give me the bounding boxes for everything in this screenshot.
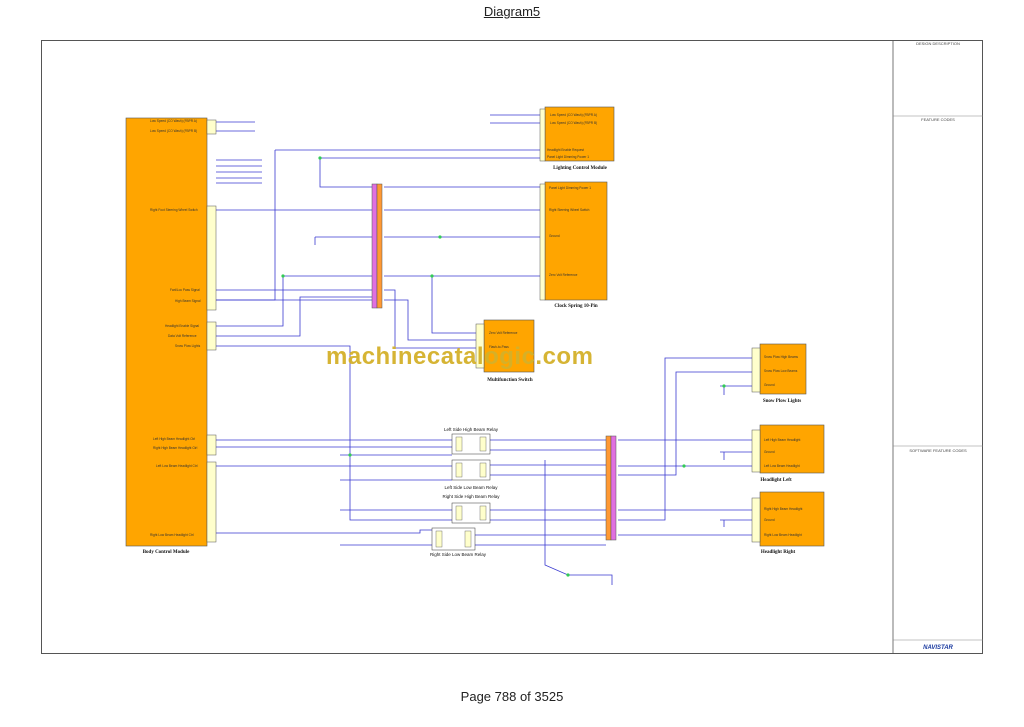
svg-text:Left High Beam Headlight Ctrl: Left High Beam Headlight Ctrl (153, 437, 195, 441)
relay-right-low-label: Right Side Low Beam Relay (430, 552, 487, 557)
relay-left-high-label: Left Side High Beam Relay (444, 427, 499, 432)
svg-text:Data Volt Reference: Data Volt Reference (168, 334, 197, 338)
svg-text:Right Foot Steering Wheel Swit: Right Foot Steering Wheel Switch (150, 208, 198, 212)
svg-text:Low Speed (CO Wash) (FBPR B): Low Speed (CO Wash) (FBPR B) (550, 121, 597, 125)
software-feature-codes-label: SOFTWARE FEATURE CODES (909, 448, 967, 453)
svg-text:Snow Plow Lights: Snow Plow Lights (175, 344, 201, 348)
relay-left-high: Left Side High Beam Relay (444, 427, 499, 455)
side-panel: DESIGN DESCRIPTION FEATURE CODES SOFTWAR… (892, 40, 983, 654)
lighting-control-module-label: Lighting Control Module (553, 166, 608, 171)
svg-text:Right Low Beam Headlight: Right Low Beam Headlight (764, 533, 802, 537)
navistar-logo: NAVISTAR (923, 645, 953, 651)
clock-spring: Panel Light Dimming Power 1 Right Steeri… (539, 181, 608, 309)
svg-text:Low Speed (CO Wash) (FBPR A): Low Speed (CO Wash) (FBPR A) (550, 113, 597, 117)
svg-text:Snow Plow High Beams: Snow Plow High Beams (764, 355, 798, 359)
relay-right-high-label: Right Side High Beam Relay (442, 494, 500, 499)
headlight-right: Right High Beam Headlight Ground Right L… (751, 491, 825, 555)
svg-text:Low Speed (CO Wash) (FBPR B): Low Speed (CO Wash) (FBPR B) (150, 129, 197, 133)
headlight-left-label: Headlight Left (760, 478, 792, 483)
diagram-frame (41, 40, 983, 654)
multifunction-switch-label: Multifunction Switch (487, 378, 533, 383)
svg-text:Ground: Ground (549, 234, 560, 238)
relay-left-low: Left Side Low Beam Relay (444, 459, 498, 490)
svg-text:Panel Light Dimming Power 1: Panel Light Dimming Power 1 (547, 155, 589, 159)
svg-text:Panel Light Dimming Power 1: Panel Light Dimming Power 1 (549, 186, 591, 190)
svg-text:Right High Beam Headlight Ctrl: Right High Beam Headlight Ctrl (153, 446, 198, 450)
body-control-module: Low Speed (CO Wash) (FBPR A) Low Speed (… (125, 117, 217, 555)
relay-right-low: Right Side Low Beam Relay (430, 527, 487, 557)
svg-text:Ground: Ground (764, 383, 775, 387)
svg-text:High Beam Signal: High Beam Signal (175, 299, 201, 303)
svg-text:Headlight Enable Signal: Headlight Enable Signal (165, 324, 199, 328)
svg-text:Flash-to-Pass: Flash-to-Pass (489, 345, 509, 349)
svg-text:Right High Beam Headlight: Right High Beam Headlight (764, 507, 803, 511)
svg-text:Fwd/Loc Pass Signal: Fwd/Loc Pass Signal (170, 288, 200, 292)
svg-text:Left Low Beam Headlight Ctrl: Left Low Beam Headlight Ctrl (156, 464, 198, 468)
svg-text:Headlight Enable Request: Headlight Enable Request (547, 148, 584, 152)
wires (216, 114, 752, 585)
snow-plow-lights: Snow Plow High Beams Snow Plow Low Beams… (751, 343, 807, 404)
design-description-label: DESIGN DESCRIPTION (916, 41, 960, 46)
inline-connector-lower (605, 435, 617, 541)
headlight-left: Left High Beam Headlight Ground Left Low… (751, 424, 825, 483)
headlight-right-label: Headlight Right (761, 550, 796, 555)
svg-text:Ground: Ground (764, 450, 775, 454)
svg-text:Snow Plow Low Beams: Snow Plow Low Beams (764, 369, 798, 373)
svg-text:Right Steering Wheel Switch: Right Steering Wheel Switch (549, 208, 590, 212)
svg-text:Right Low Beam Headlight Ctrl: Right Low Beam Headlight Ctrl (150, 533, 194, 537)
feature-codes-label: FEATURE CODES (921, 117, 955, 122)
svg-text:Zero Volt Reference: Zero Volt Reference (549, 273, 578, 277)
snow-plow-lights-label: Snow Plow Lights (763, 399, 801, 404)
svg-text:Left High Beam Headlight: Left High Beam Headlight (764, 438, 800, 442)
multifunction-switch: Zero Volt Reference Flash-to-Pass Multif… (475, 319, 535, 383)
svg-text:Zero Volt Reference: Zero Volt Reference (489, 331, 518, 335)
relay-left-low-label: Left Side Low Beam Relay (444, 485, 498, 490)
page-title: Diagram5 (483, 4, 541, 19)
body-control-module-label: Body Control Module (143, 550, 190, 555)
lighting-control-module: Low Speed (CO Wash) (FBPR A) Low Speed (… (539, 106, 615, 171)
inline-connector-upper (371, 183, 383, 309)
clock-spring-label: Clock Spring 10-Pin (554, 304, 598, 309)
svg-text:Low Speed (CO Wash) (FBPR A): Low Speed (CO Wash) (FBPR A) (150, 119, 197, 123)
svg-text:Ground: Ground (764, 518, 775, 522)
svg-text:Left Low Beam Headlight: Left Low Beam Headlight (764, 464, 800, 468)
watermark: machinecatalogic.com (326, 343, 594, 370)
page-number: Page 788 of 3525 (460, 689, 564, 704)
relay-right-high: Right Side High Beam Relay (442, 494, 500, 524)
splice-points (281, 156, 726, 577)
